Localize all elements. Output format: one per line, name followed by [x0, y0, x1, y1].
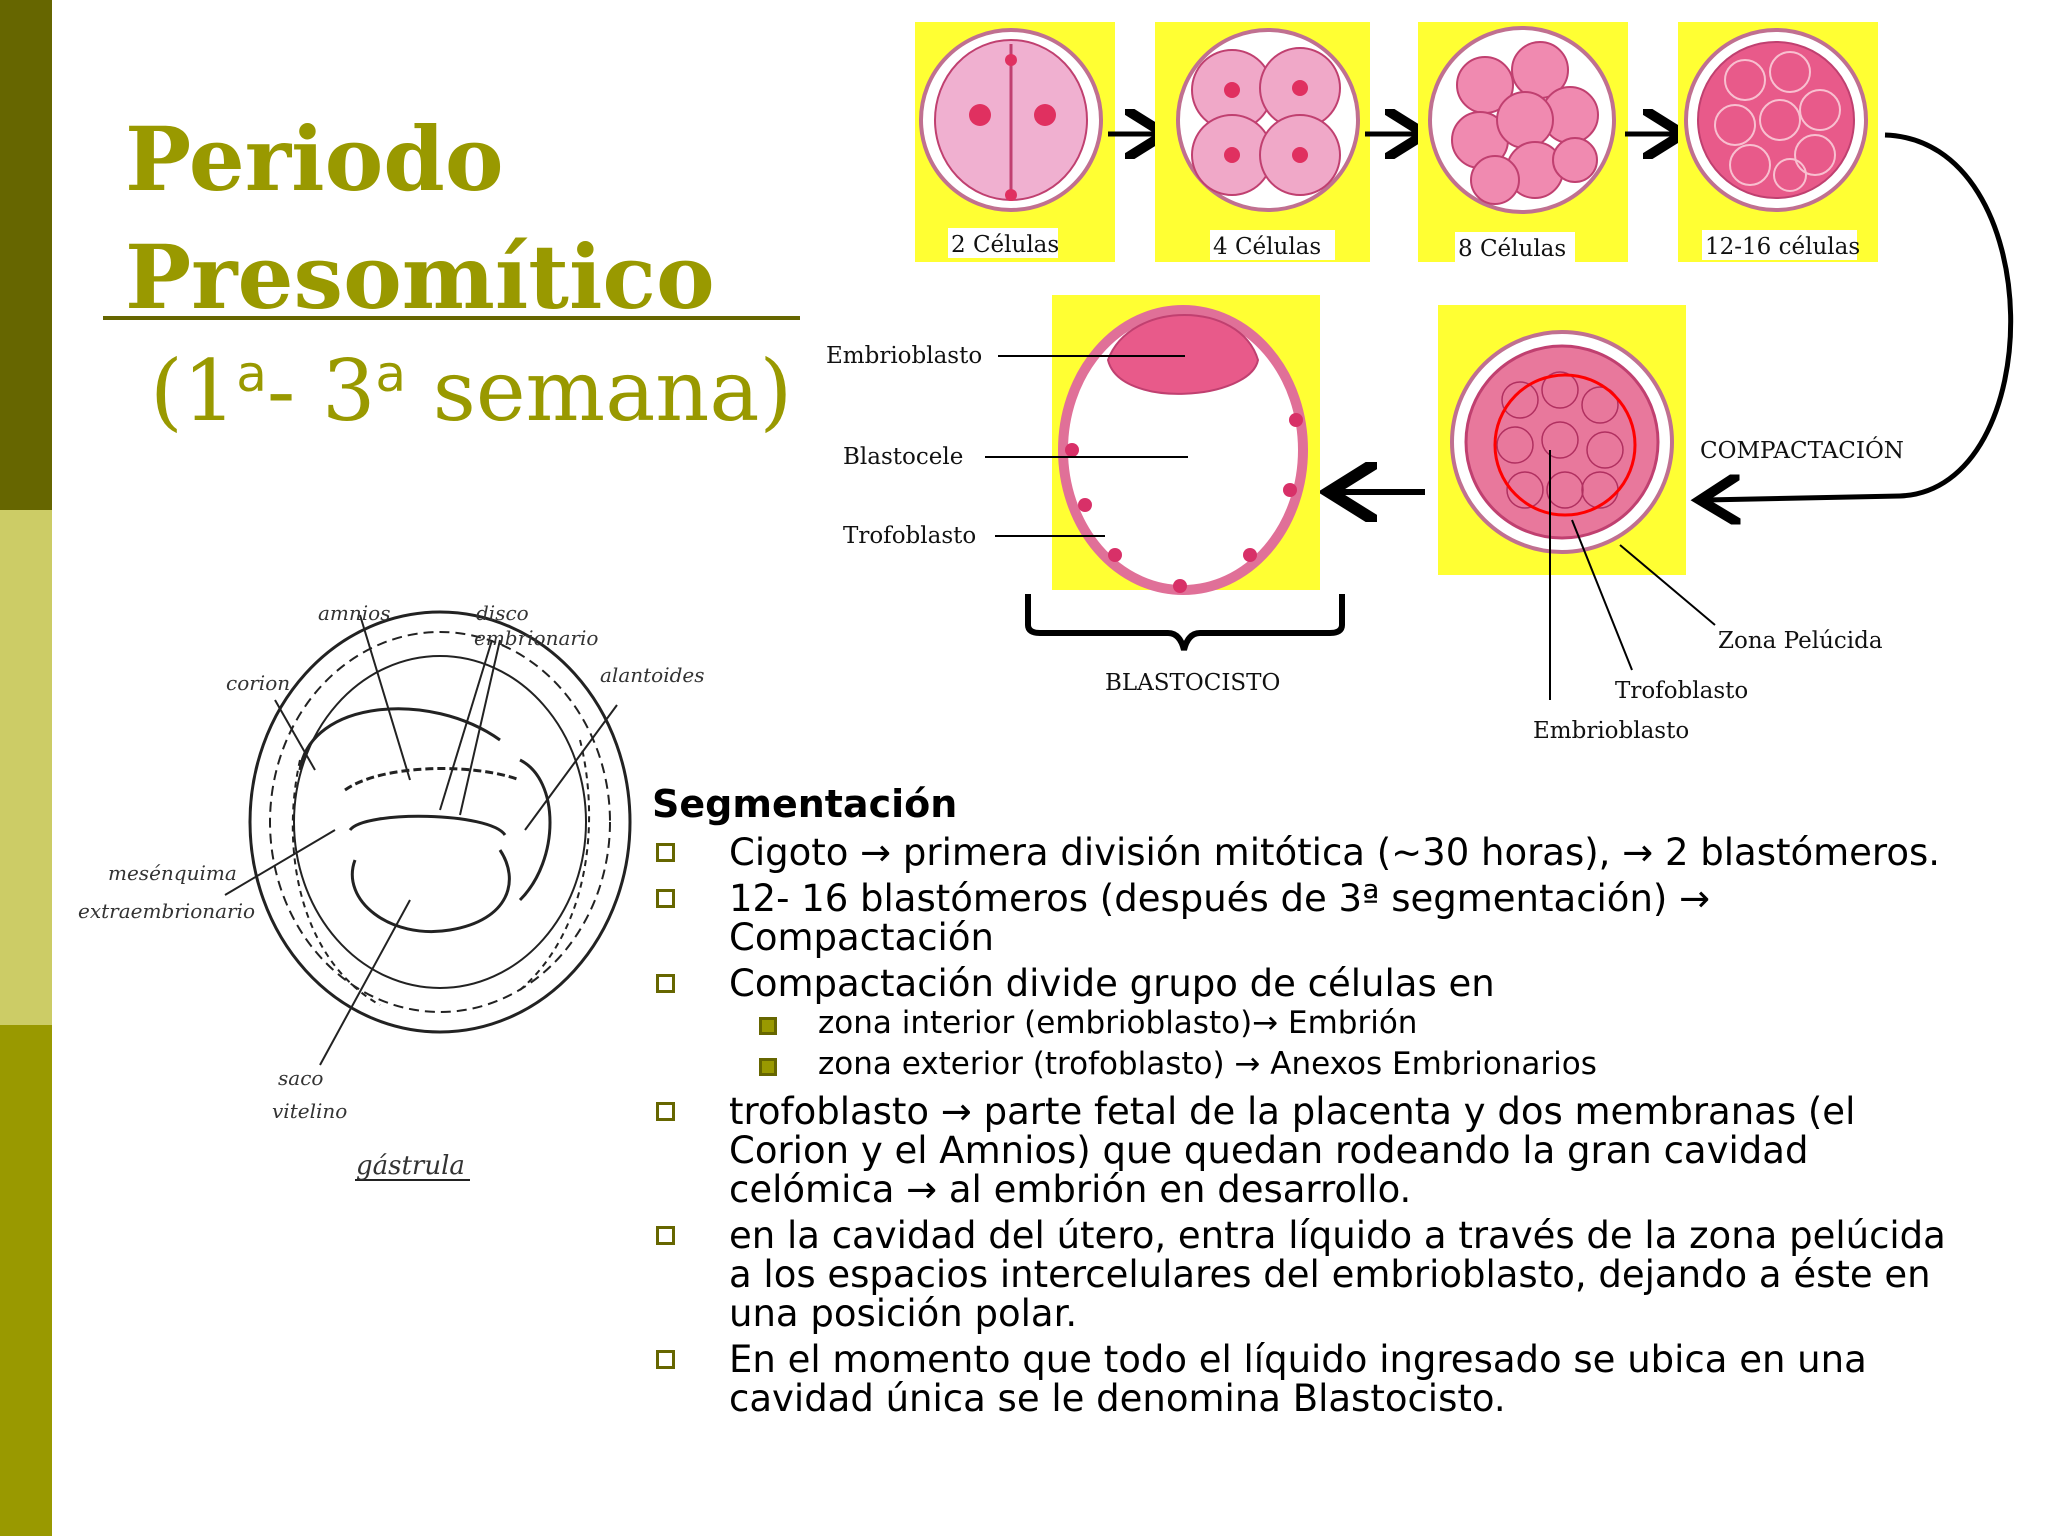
square-bullet-icon: [656, 1102, 675, 1121]
gastrula-extraembrionario-label: extraembrionario: [78, 899, 255, 923]
zona-leader: [1619, 544, 1716, 626]
filled-square-bullet-icon: [759, 1058, 777, 1076]
compaction-arrow: [1705, 132, 2014, 500]
gastrula-disco-label: disco: [476, 601, 529, 625]
stage-8-label: 8 Células: [1458, 236, 1566, 262]
slide-title: Periodo Presomítico: [125, 100, 715, 336]
sub-list-item: zona interior (embrioblasto)→ Embrión: [729, 1003, 1980, 1044]
square-bullet-icon: [656, 974, 675, 993]
stage-4-cells-panel: 4 Células: [1155, 22, 1370, 262]
subtitle-open: (1: [150, 342, 237, 440]
gastrula-vitelino-label: vitelino: [272, 1099, 347, 1123]
list-item-text: trofoblasto → parte fetal de la placenta…: [729, 1090, 1856, 1211]
subtitle-sup-1: a: [236, 345, 267, 403]
stage-4-label: 4 Células: [1213, 234, 1321, 260]
subtitle-sup-2: a: [375, 345, 407, 403]
slide-subtitle: (1a- 3a semana): [150, 342, 792, 440]
morula-panel: [1438, 305, 1686, 575]
gastrula-alantoides-label: alantoides: [600, 663, 705, 687]
list-item: 12- 16 blastómeros (después de 3ª segmen…: [650, 879, 1980, 957]
gastrula-corion-label: corion: [226, 671, 290, 695]
list-item-text: en la cavidad del útero, entra líquido a…: [729, 1214, 1946, 1335]
sub-list-item-text: zona interior (embrioblasto)→ Embrión: [818, 1005, 1418, 1041]
square-bullet-icon: [656, 843, 675, 862]
blastocyst-brace: [1025, 594, 1345, 651]
sub-list-item-text: zona exterior (trofoblasto) → Anexos Emb…: [818, 1046, 1597, 1082]
gastrula-embrionario-label: embrionario: [474, 626, 598, 650]
morula-embryoblast-label: Embrioblasto: [1533, 718, 1689, 744]
list-item: en la cavidad del útero, entra líquido a…: [650, 1216, 1980, 1333]
sidebar-light-band: [0, 510, 52, 1025]
blastocyst-blastocele-label: Blastocele: [843, 444, 963, 470]
gastrula-caption: gástrula: [356, 1151, 465, 1181]
subtitle-mid: - 3: [266, 342, 376, 440]
blastocyst-label: BLASTOCISTO: [1105, 670, 1280, 696]
list-item-text: En el momento que todo el líquido ingres…: [729, 1338, 1867, 1420]
subtitle-rest: semana): [406, 342, 793, 440]
morula-zona-label: Zona Pelúcida: [1718, 628, 1883, 654]
list-item: En el momento que todo el líquido ingres…: [650, 1340, 1980, 1418]
sub-list: zona interior (embrioblasto)→ Embrión zo…: [729, 1003, 1980, 1085]
title-line-1: Periodo: [125, 107, 504, 211]
morula-trophoblast-label: Trofoblasto: [1615, 678, 1748, 704]
title-underline: [103, 316, 800, 320]
stage-12-16-label: 12-16 células: [1705, 234, 1860, 260]
title-line-2: Presomítico: [125, 225, 715, 329]
list-item-text: Cigoto → primera división mitótica (~30 …: [729, 831, 1941, 874]
list-item: Compactación divide grupo de células en …: [650, 964, 1980, 1085]
square-bullet-icon: [656, 1350, 675, 1369]
stage-2-cells-panel: 2 Células: [915, 22, 1115, 262]
gastrula-sketch: [224, 610, 632, 1181]
blastocyst-trophoblast-label: Trofoblasto: [843, 523, 976, 549]
sub-list-item: zona exterior (trofoblasto) → Anexos Emb…: [729, 1044, 1980, 1085]
stage-12-16-cells-panel: 12-16 células: [1678, 22, 1878, 262]
list-item-text: Compactación divide grupo de células en: [729, 962, 1495, 1005]
segmentation-text: Segmentación Cigoto → primera división m…: [650, 782, 1980, 1418]
blastocyst-embryoblast-label: Embrioblasto: [826, 343, 982, 369]
gastrula-mesenquima-label: mesénquima: [108, 861, 237, 885]
gastrula-saco-label: saco: [278, 1066, 323, 1090]
stage-2-label: 2 Células: [951, 232, 1059, 258]
stage-8-cells-panel: 8 Células: [1418, 22, 1628, 262]
list-item: trofoblasto → parte fetal de la placenta…: [650, 1092, 1980, 1209]
square-bullet-icon: [656, 889, 675, 908]
list-item: Cigoto → primera división mitótica (~30 …: [650, 833, 1980, 872]
segmentation-heading: Segmentación: [652, 782, 958, 826]
bullet-list: Cigoto → primera división mitótica (~30 …: [650, 833, 1980, 1418]
square-bullet-icon: [656, 1226, 675, 1245]
gastrula-amnios-label: amnios: [318, 601, 390, 625]
filled-square-bullet-icon: [759, 1017, 777, 1035]
morula-trophoblast-leader: [1571, 519, 1633, 671]
list-item-text: 12- 16 blastómeros (después de 3ª segmen…: [729, 877, 1711, 959]
blastocyst-panel: [1052, 295, 1320, 595]
sidebar-olive-band: [0, 1025, 52, 1536]
sidebar-dark-band: [0, 0, 52, 510]
compaction-label: COMPACTACIÓN: [1700, 437, 1904, 464]
